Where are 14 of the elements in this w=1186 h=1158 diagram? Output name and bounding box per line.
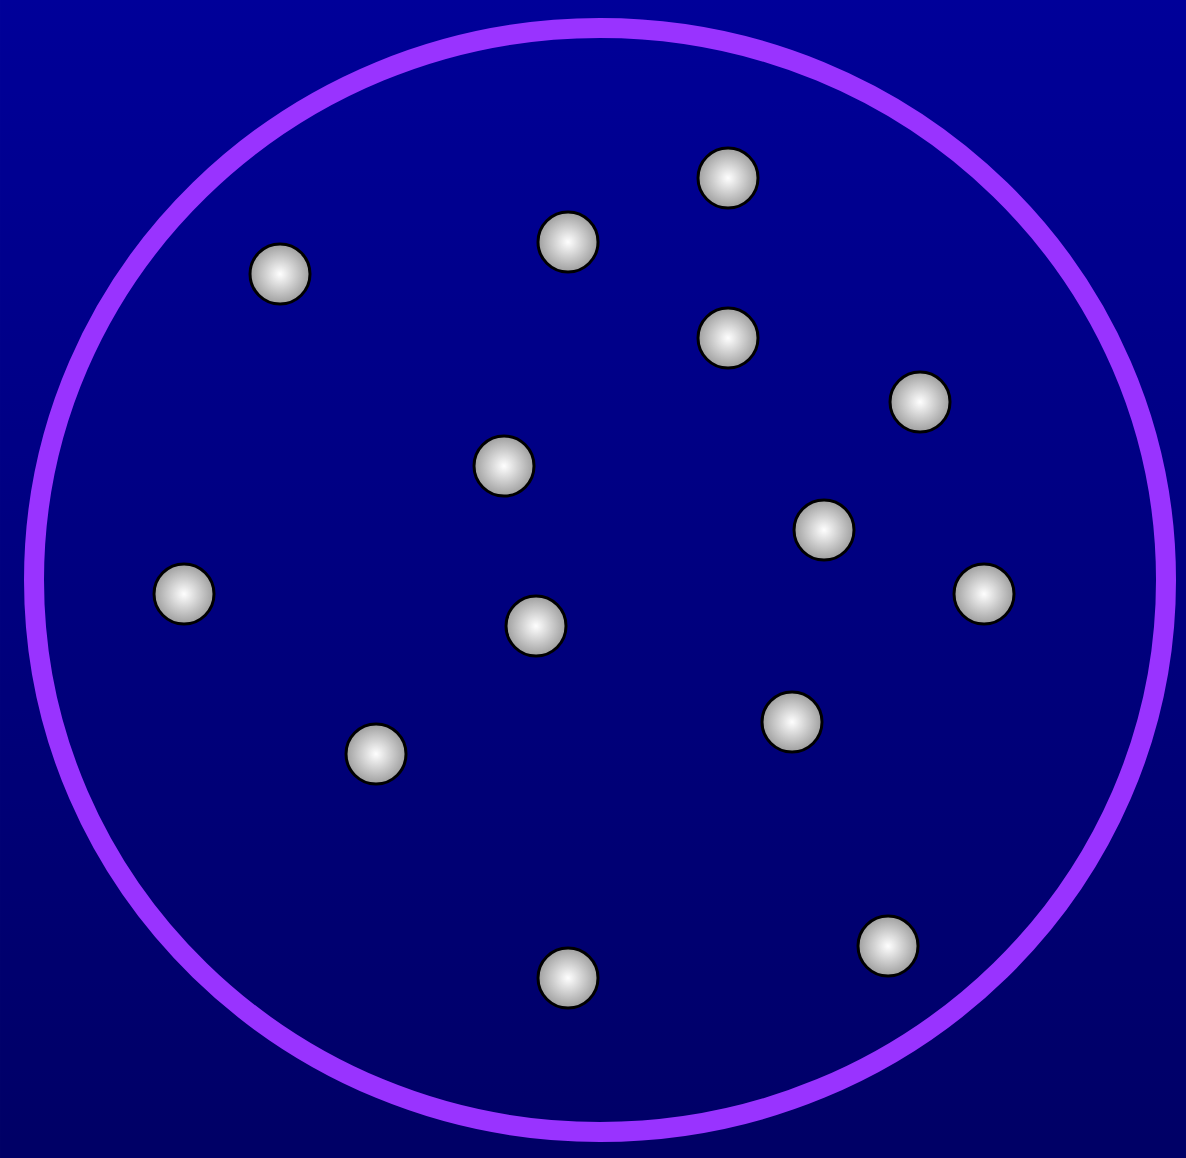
ball	[696, 146, 760, 210]
ball	[152, 562, 216, 626]
ball	[696, 306, 760, 370]
ball	[952, 562, 1016, 626]
ball	[472, 434, 536, 498]
ball	[536, 210, 600, 274]
ball	[536, 946, 600, 1010]
ball	[792, 498, 856, 562]
ball	[760, 690, 824, 754]
ball	[856, 914, 920, 978]
ball	[344, 722, 408, 786]
ball	[888, 370, 952, 434]
ball	[504, 594, 568, 658]
ball	[248, 242, 312, 306]
